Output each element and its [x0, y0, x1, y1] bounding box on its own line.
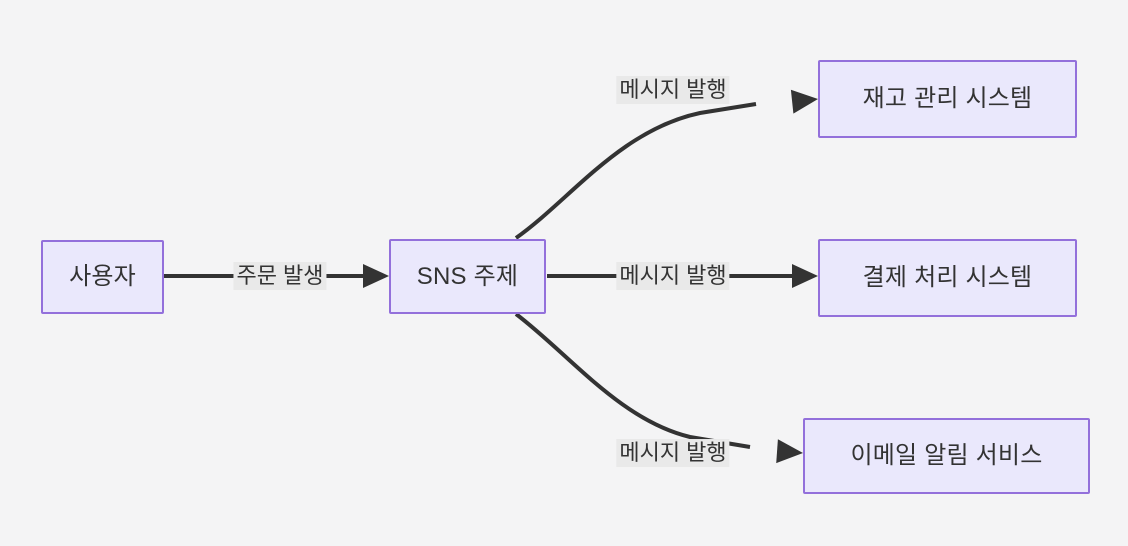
edge-label-user-to-sns: 주문 발생	[233, 262, 327, 290]
node-label-payment-system: 결제 처리 시스템	[862, 264, 1033, 291]
arrowhead-sns-to-payment	[792, 264, 818, 288]
node-inventory-system[interactable]: 재고 관리 시스템	[818, 60, 1077, 138]
edge-label-sns-to-payment: 메시지 발행	[616, 262, 730, 290]
node-label-user: 사용자	[69, 263, 136, 290]
node-label-email-service: 이메일 알림 서비스	[850, 442, 1043, 469]
edge-label-sns-to-inventory: 메시지 발행	[616, 76, 730, 104]
node-label-inventory-system: 재고 관리 시스템	[862, 85, 1033, 112]
node-sns-topic[interactable]: SNS 주제	[389, 239, 546, 314]
node-user[interactable]: 사용자	[41, 240, 164, 314]
edge-sns-to-inventory	[514, 102, 757, 240]
arrowhead-sns-to-inventory	[790, 89, 818, 114]
arrowhead-user-to-sns	[363, 264, 389, 288]
edge-sns-to-email	[514, 312, 751, 449]
arrowhead-sns-to-email	[776, 439, 803, 464]
node-email-service[interactable]: 이메일 알림 서비스	[803, 418, 1090, 494]
node-payment-system[interactable]: 결제 처리 시스템	[818, 239, 1077, 317]
edge-label-sns-to-email: 메시지 발행	[616, 439, 730, 467]
node-label-sns-topic: SNS 주제	[416, 262, 519, 290]
